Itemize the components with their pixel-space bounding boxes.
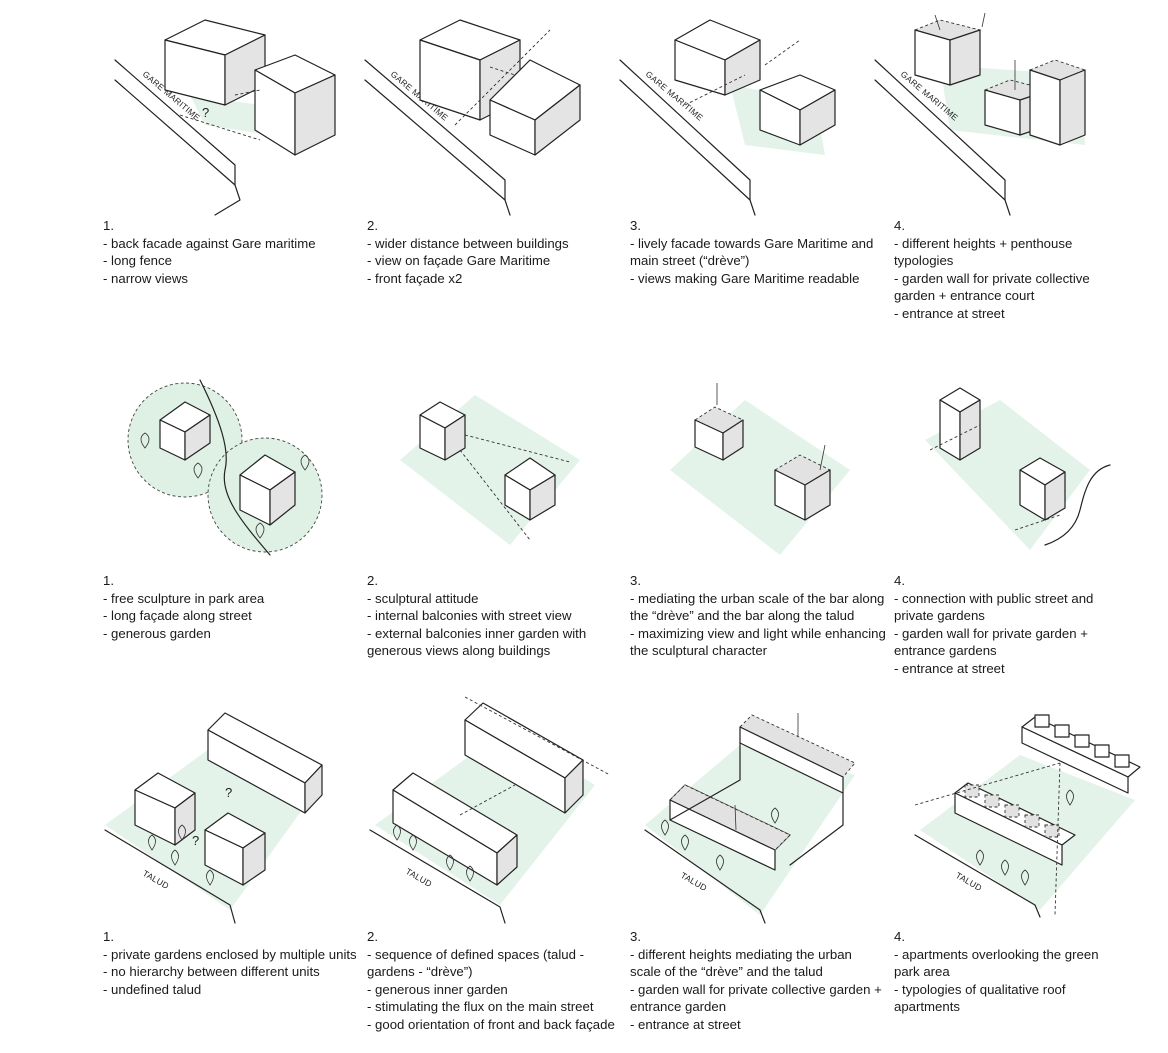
caption-line: - apartments overlooking the green park … [894,946,1099,980]
diagram-row2-col4 [925,387,1111,550]
caption-line: - garden wall for private collective gar… [894,270,1090,304]
caption-number: 1. [103,218,114,233]
caption-number: 2. [367,218,378,233]
caption-number: 4. [894,573,905,588]
diagram-row1-col4: GARE MARITIME [874,12,1087,216]
caption-line: - good orientation of front and back faç… [367,1016,615,1032]
caption-row2-col2: 2. - sculptural attitude - internal balc… [367,572,623,660]
diagram-row1-col1: GARE MARITIME ? [114,19,336,216]
caption-line: - narrow views [103,270,189,286]
caption-line: - external balconies inner garden with g… [367,625,587,659]
caption-number: 4. [894,929,905,944]
diagram-row2-col1 [127,379,323,556]
caption-row3-col1: 1. - private gardens enclosed by multipl… [103,928,359,998]
caption-line: - typologies of qualitative roof apartme… [894,981,1066,1015]
caption-line: - stimulating the flux on the main stree… [367,999,594,1015]
caption-number: 3. [630,218,641,233]
diagram-row3-col1: TALUD ? ? [104,712,323,924]
caption-line: - different heights mediating the urban … [630,946,852,980]
street-label: TALUD [404,866,434,889]
caption-line: - different heights + penthouse typologi… [894,235,1073,269]
caption-line: - view on façade Gare Maritime [367,253,551,269]
caption-row1-col1: 1. - back facade against Gare maritime -… [103,217,359,287]
caption-row3-col3: 3. - different heights mediating the urb… [630,928,886,1034]
question-mark: ? [202,105,209,120]
diagram-row2-col2 [400,395,580,545]
caption-line: - sculptural attitude [367,590,479,606]
caption-row3-col4: 4. - apartments overlooking the green pa… [894,928,1124,1016]
caption-line: - no hierarchy between different units [103,964,320,980]
caption-line: - mediating the urban scale of the bar a… [630,590,885,624]
caption-line: - entrance at street [894,660,1005,676]
caption-line: - back facade against Gare maritime [103,235,316,251]
caption-row2-col1: 1. - free sculpture in park area - long … [103,572,359,642]
diagram-row3-col3: TALUD [644,713,856,924]
caption-line: - maximizing view and light while enhanc… [630,625,886,659]
caption-row2-col4: 4. - connection with public street and p… [894,572,1124,678]
caption-line: - wider distance between buildings [367,235,569,251]
street-label: TALUD [954,870,984,893]
caption-line: - garden wall for private garden + entra… [894,625,1088,659]
caption-line: - sequence of defined spaces (talud - ga… [367,946,584,980]
caption-line: - lively facade towards Gare Maritime an… [630,235,874,269]
caption-line: - front façade x2 [367,270,463,286]
caption-line: - long fence [103,253,172,269]
diagram-row1-col2: GARE MARITIME [364,19,581,216]
caption-line: - generous garden [103,625,211,641]
caption-number: 4. [894,218,905,233]
caption-row1-col4: 4. - different heights + penthouse typol… [894,217,1124,323]
caption-line: - views making Gare Maritime readable [630,270,860,286]
caption-line: - long façade along street [103,608,252,624]
caption-row1-col3: 3. - lively facade towards Gare Maritime… [630,217,886,287]
diagram-row3-col2: TALUD [369,696,611,924]
caption-line: - entrance at street [630,1016,741,1032]
caption-line: - connection with public street and priv… [894,590,1094,624]
street-label: TALUD [141,868,171,891]
caption-number: 2. [367,929,378,944]
caption-line: - private gardens enclosed by multiple u… [103,946,357,962]
caption-line: - undefined talud [103,981,202,997]
caption-row3-col2: 2. - sequence of defined spaces (talud -… [367,928,623,1034]
diagram-row3-col4: TALUD [914,714,1141,918]
caption-line: - generous inner garden [367,981,508,997]
caption-row2-col3: 3. - mediating the urban scale of the ba… [630,572,886,660]
caption-number: 2. [367,573,378,588]
caption-line: - entrance at street [894,305,1005,321]
diagram-row2-col3 [670,383,850,555]
caption-number: 1. [103,573,114,588]
caption-line: - internal balconies with street view [367,608,572,624]
caption-number: 3. [630,573,641,588]
question-mark: ? [225,785,232,800]
caption-line: - free sculpture in park area [103,590,265,606]
diagram-row1-col3: GARE MARITIME [619,19,836,216]
caption-number: 3. [630,929,641,944]
street-label: TALUD [679,870,709,893]
caption-row1-col2: 2. - wider distance between buildings - … [367,217,623,287]
caption-number: 1. [103,929,114,944]
caption-line: - garden wall for private collective gar… [630,981,882,1015]
question-mark: ? [192,833,199,848]
